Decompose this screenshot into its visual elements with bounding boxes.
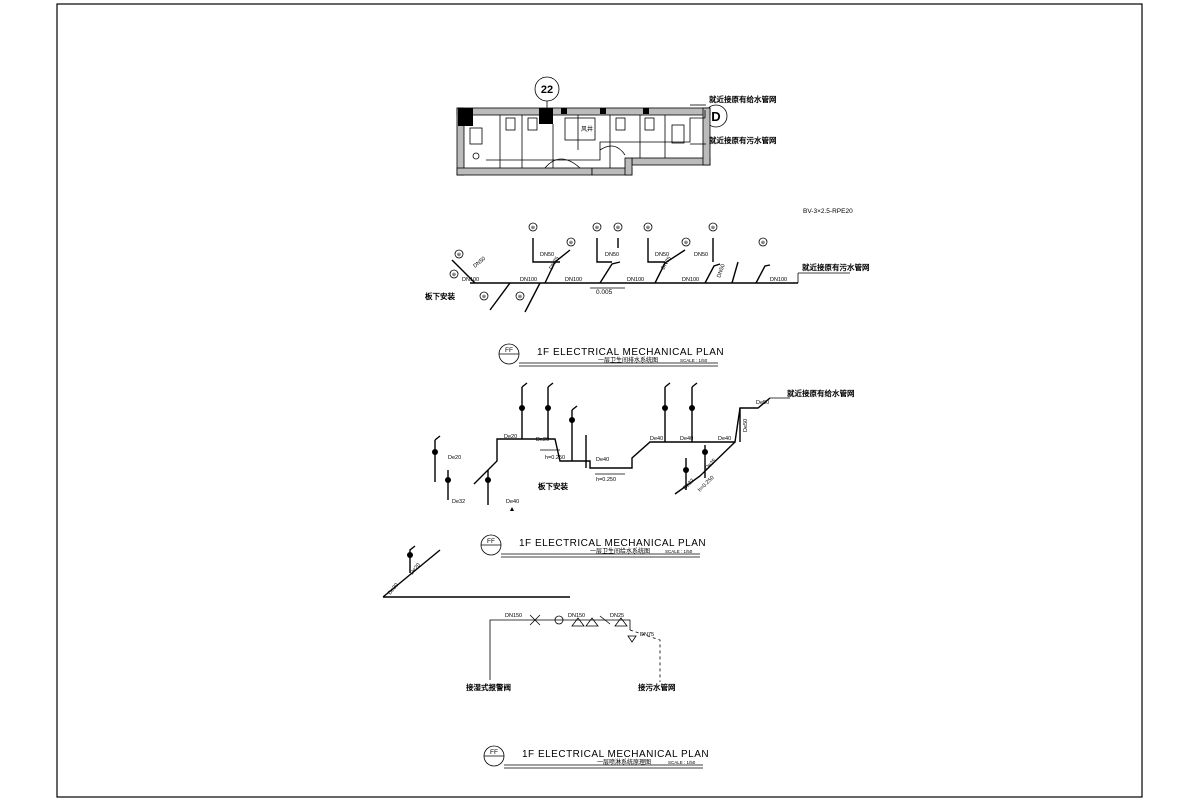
svg-text:DN50: DN50 <box>540 252 554 258</box>
title-block-drainage: FF 1F ELECTRICAL MECHANICAL PLAN 一层卫生间排水… <box>498 343 724 367</box>
svg-text:DN50: DN50 <box>694 252 708 258</box>
svg-text:SCALE : 1/50: SCALE : 1/50 <box>680 358 708 363</box>
note-supply: 就近接原有给水管网 <box>709 94 777 104</box>
label-sewer: 接污水管网 <box>638 682 676 692</box>
svg-text:⊕: ⊕ <box>569 240 573 246</box>
svg-text:DN50: DN50 <box>655 252 669 258</box>
water-inlet-note: 就近接原有给水管网 <box>787 388 855 398</box>
drain-slope: 0.005 <box>596 289 613 296</box>
svg-text:De40: De40 <box>506 499 519 505</box>
svg-text:风井: 风井 <box>581 125 593 133</box>
svg-text:⊕: ⊕ <box>452 272 456 278</box>
svg-text:De40: De40 <box>680 436 693 442</box>
svg-text:De20: De20 <box>536 437 549 443</box>
grid-bubble-label: 22 <box>541 84 553 96</box>
svg-text:DN150: DN150 <box>568 613 585 619</box>
svg-text:De50: De50 <box>756 400 769 406</box>
svg-text:DN75: DN75 <box>549 256 561 271</box>
label-alarm-valve: 接湿式报警阀 <box>466 682 511 692</box>
toilet-floor-plan: 22 D 风井 <box>456 76 777 176</box>
drain-outlet-note: 就近接原有污水管网 <box>802 262 870 272</box>
svg-text:De20: De20 <box>409 562 422 576</box>
drain-under-slab: 板下安装 <box>425 291 455 301</box>
svg-text:SCALE : 1/50: SCALE : 1/50 <box>668 760 696 765</box>
water-under-slab: 板下安装 <box>538 481 568 491</box>
cable-note: BV-3×2.5-RPE20 <box>803 208 853 215</box>
svg-text:FF: FF <box>490 749 498 756</box>
svg-text:De40: De40 <box>718 436 731 442</box>
svg-text:DN100: DN100 <box>627 277 644 283</box>
svg-text:1F ELECTRICAL MECHANICAL PLAN: 1F ELECTRICAL MECHANICAL PLAN <box>522 749 709 760</box>
water-supply-isometric: 就近接原有给水管网 De20 De20 De20 De3 <box>387 382 855 596</box>
title-block-water: FF 1F ELECTRICAL MECHANICAL PLAN 一层卫生间给水… <box>480 534 706 558</box>
drainage-isometric: BV-3×2.5-RPE20 就近接原有污水管网 0.005 板下安装 <box>425 208 870 313</box>
svg-text:De40: De40 <box>596 457 609 463</box>
svg-text:De50: De50 <box>743 419 749 432</box>
svg-text:SCALE : 1/50: SCALE : 1/50 <box>665 549 693 554</box>
title-block-sprinkler: FF 1F ELECTRICAL MECHANICAL PLAN 一层喷淋系统原… <box>483 745 709 769</box>
svg-text:⊕: ⊕ <box>684 240 688 246</box>
title-main: 1F ELECTRICAL MECHANICAL PLAN <box>537 347 724 358</box>
svg-text:h=0.250: h=0.250 <box>596 477 616 483</box>
svg-text:⊕: ⊕ <box>711 225 715 231</box>
svg-text:h=0.250: h=0.250 <box>545 455 565 461</box>
svg-text:h=0.250: h=0.250 <box>697 475 715 493</box>
svg-text:⊕: ⊕ <box>595 225 599 231</box>
svg-text:⊕: ⊕ <box>531 225 535 231</box>
svg-text:De40: De40 <box>650 436 663 442</box>
svg-text:DN50: DN50 <box>472 256 487 270</box>
svg-text:⊕: ⊕ <box>616 225 620 231</box>
axis-bubble-label: D <box>711 109 720 124</box>
svg-text:一层卫生间给水系统图: 一层卫生间给水系统图 <box>590 547 650 555</box>
svg-text:FF: FF <box>487 538 495 545</box>
svg-text:De20: De20 <box>504 434 517 440</box>
svg-text:DN100: DN100 <box>520 277 537 283</box>
svg-text:⊕: ⊕ <box>457 252 461 258</box>
svg-text:DN75: DN75 <box>661 256 673 271</box>
svg-text:DN100: DN100 <box>682 277 699 283</box>
sheet-border <box>56 3 1143 798</box>
svg-text:一层卫生间排水系统图: 一层卫生间排水系统图 <box>598 356 658 364</box>
svg-text:DN100: DN100 <box>770 277 787 283</box>
svg-text:DN25: DN25 <box>610 613 624 619</box>
svg-text:De20: De20 <box>448 455 461 461</box>
svg-text:DN75: DN75 <box>640 632 654 638</box>
svg-text:DN100: DN100 <box>462 277 479 283</box>
svg-text:⊕: ⊕ <box>761 240 765 246</box>
svg-text:DN50: DN50 <box>716 263 726 278</box>
svg-text:DN50: DN50 <box>605 252 619 258</box>
svg-text:DN100: DN100 <box>565 277 582 283</box>
svg-text:FF: FF <box>505 347 513 354</box>
svg-text:1F ELECTRICAL MECHANICAL PLAN: 1F ELECTRICAL MECHANICAL PLAN <box>519 538 706 549</box>
svg-text:⊕: ⊕ <box>646 225 650 231</box>
svg-text:⊕: ⊕ <box>518 294 522 300</box>
svg-text:DN150: DN150 <box>505 613 522 619</box>
svg-text:⊕: ⊕ <box>482 294 486 300</box>
svg-text:一层喷淋系统原理图: 一层喷淋系统原理图 <box>597 758 651 766</box>
svg-text:De32: De32 <box>452 499 465 505</box>
sprinkler-schematic: DN150 DN150 DN25 DN75 接湿式报警阀 接污水管网 <box>466 613 676 692</box>
note-sewer: 就近接原有污水管网 <box>709 135 777 145</box>
